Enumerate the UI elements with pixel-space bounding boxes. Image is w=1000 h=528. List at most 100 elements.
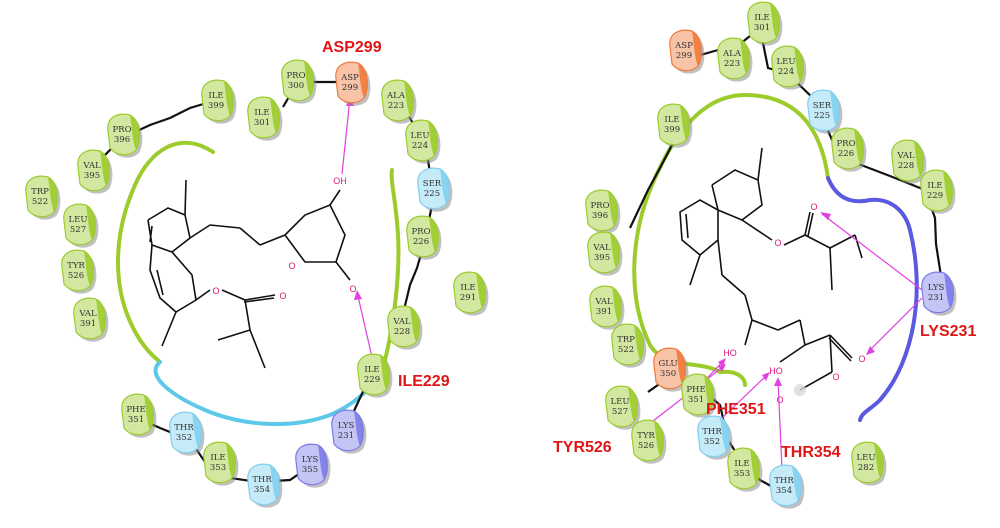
right-ligand xyxy=(679,147,863,391)
residue-number: 223 xyxy=(388,101,404,111)
residue-name: TYR xyxy=(637,431,655,441)
residue-name: ILE xyxy=(208,91,223,101)
residue-number: 226 xyxy=(838,149,854,159)
residue-number: 526 xyxy=(68,271,84,281)
residue-rim xyxy=(476,273,486,308)
residue-name: LEU xyxy=(410,131,429,141)
residue-rim xyxy=(429,217,439,252)
residue-number: 224 xyxy=(778,67,794,77)
residue-name: SER xyxy=(813,101,832,111)
residue-rim xyxy=(874,443,884,478)
residue-name: PRO xyxy=(286,71,305,81)
residue-number: 391 xyxy=(80,319,96,329)
right-residue-thr354: THR354 xyxy=(769,464,805,509)
right-methyl-ghost xyxy=(794,384,806,396)
callout-ile229: ILE229 xyxy=(398,373,450,390)
residue-name: PHE xyxy=(126,405,145,415)
left-pocket-green xyxy=(116,140,215,364)
residue-number: 352 xyxy=(704,437,720,447)
residue-number: 391 xyxy=(596,307,612,317)
residue-rim xyxy=(612,287,622,322)
right-residue-tyr526: TYR526 xyxy=(631,419,667,464)
residue-name: VAL xyxy=(82,161,101,171)
residue-name: ILE xyxy=(664,115,679,125)
residue-number: 231 xyxy=(338,431,354,441)
right-residue-lys231: LYS231 xyxy=(921,271,957,316)
residue-rim xyxy=(654,421,664,456)
right-residue-phe351: PHE351 xyxy=(681,373,717,418)
residue-number: 353 xyxy=(734,469,750,479)
residue-name: PRO xyxy=(112,125,131,135)
right-atom-o-ester: O xyxy=(774,238,781,248)
residue-rim xyxy=(428,121,438,156)
residue-number: 354 xyxy=(254,485,270,495)
residue-name: LEU xyxy=(68,215,87,225)
residue-name: ILE xyxy=(734,459,749,469)
callout-tyr526: TYR526 xyxy=(553,439,612,456)
residue-name: ILE xyxy=(460,283,475,293)
residue-name: PHE xyxy=(686,385,705,395)
right-residue-ile229: ILE229 xyxy=(920,169,956,214)
residue-name: TRP xyxy=(31,187,49,197)
residue-rim xyxy=(720,417,730,452)
left-atom-o-keto: O xyxy=(349,284,356,294)
residue-name: THR xyxy=(702,427,722,437)
residue-rim xyxy=(358,63,368,98)
callout-asp299: ASP299 xyxy=(322,39,382,56)
residue-number: 231 xyxy=(928,293,944,303)
residue-rim xyxy=(226,443,236,478)
residue-number: 225 xyxy=(814,111,830,121)
residue-number: 229 xyxy=(927,191,943,201)
residue-number: 396 xyxy=(114,135,130,145)
residue-number: 300 xyxy=(288,81,304,91)
right-residue-asp299: ASP299 xyxy=(669,29,705,74)
residue-rim xyxy=(770,3,780,38)
residue-name: ASP xyxy=(340,73,359,83)
residue-number: 522 xyxy=(32,197,48,207)
residue-rim xyxy=(410,307,420,342)
residue-name: PRO xyxy=(411,227,430,237)
residue-number: 526 xyxy=(638,441,654,451)
residue-rim xyxy=(84,251,94,286)
residue-number: 350 xyxy=(660,369,676,379)
left-residue-lys231: LYS231 xyxy=(331,409,367,454)
residue-rim xyxy=(914,141,924,176)
left-hbond-asp299 xyxy=(341,97,351,175)
left-residue-thr354: THR354 xyxy=(247,463,283,508)
residue-name: LEU xyxy=(856,453,875,463)
left-atom-o-carbonyl: O xyxy=(279,291,286,301)
residue-rim xyxy=(792,466,802,501)
residue-name: VAL xyxy=(392,317,411,327)
residue-number: 301 xyxy=(254,118,270,128)
residue-name: THR xyxy=(174,423,194,433)
residue-name: ALA xyxy=(386,91,406,101)
residue-rim xyxy=(354,411,364,446)
residue-rim xyxy=(380,355,390,390)
residue-number: 226 xyxy=(413,237,429,247)
residue-rim xyxy=(318,445,328,480)
residue-rim xyxy=(740,39,750,74)
residue-rim xyxy=(944,273,954,308)
residue-number: 353 xyxy=(210,463,226,473)
residue-rim xyxy=(144,395,154,430)
residue-rim xyxy=(48,177,58,212)
residue-name: VAL xyxy=(592,243,611,253)
